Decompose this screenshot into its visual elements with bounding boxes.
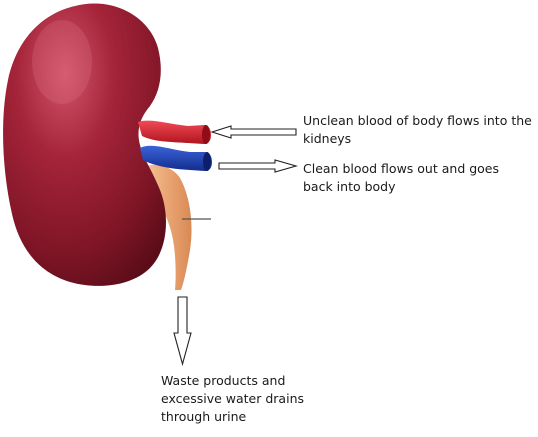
ureter	[138, 164, 192, 290]
renal-artery	[138, 120, 211, 144]
arrow-blood-in-icon	[210, 125, 297, 139]
label-waste: Waste products and excessive water drain…	[161, 372, 304, 426]
arrow-waste-icon	[173, 296, 192, 367]
label-blood-in-line2: kidneys	[303, 131, 352, 146]
kidney-highlight	[32, 20, 92, 104]
label-waste-line1: Waste products and	[161, 373, 286, 388]
label-blood-in: Unclean blood of body flows into the kid…	[303, 112, 532, 148]
kidney	[3, 3, 166, 286]
renal-vein	[140, 145, 212, 171]
label-blood-out: Clean blood flows out and goes back into…	[303, 160, 499, 196]
label-blood-in-line1: Unclean blood of body flows into the	[303, 113, 532, 128]
artery-opening	[202, 125, 210, 144]
label-blood-out-line1: Clean blood flows out and goes	[303, 161, 500, 176]
label-waste-line3: through urine	[161, 409, 247, 424]
vein-opening	[203, 152, 211, 171]
label-waste-line2: excessive water drains	[161, 391, 304, 406]
label-blood-out-line2: back into body	[303, 179, 396, 194]
arrow-blood-out-icon	[218, 159, 299, 173]
